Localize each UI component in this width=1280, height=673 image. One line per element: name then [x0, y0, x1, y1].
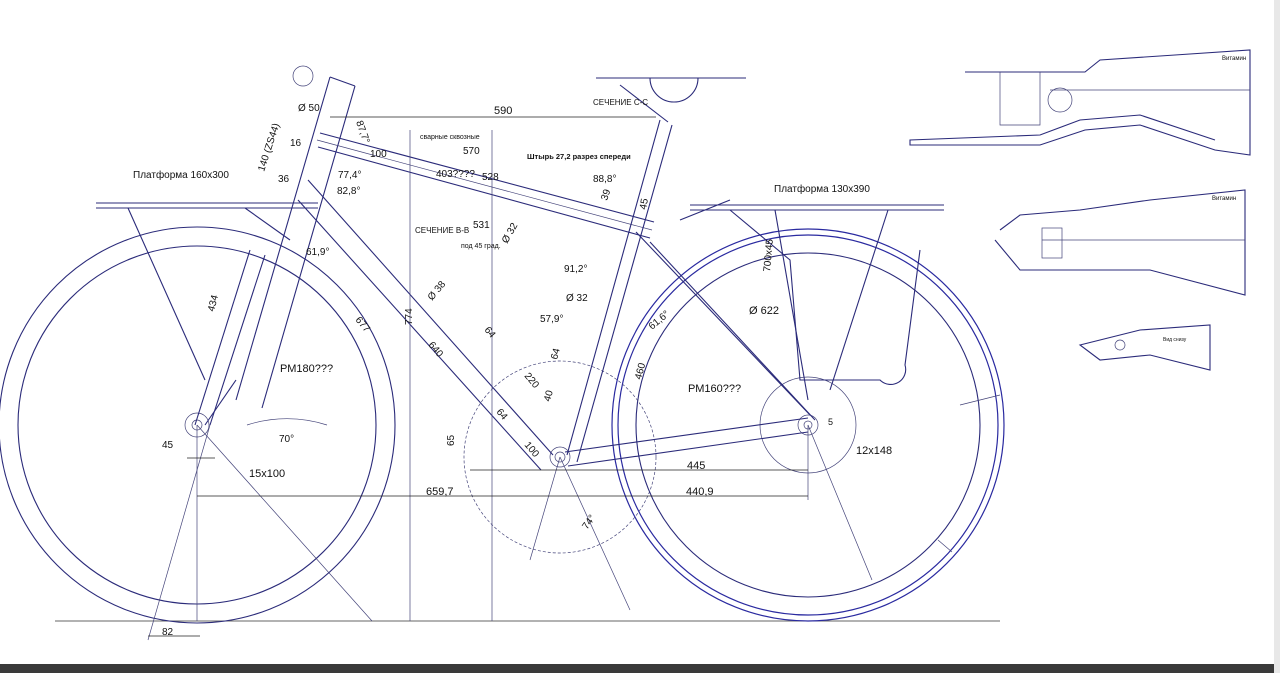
dim-82b: 82: [162, 627, 174, 638]
right-border: [1274, 0, 1280, 673]
dim-77: 77,4°: [338, 170, 361, 181]
label-section-cc: СЕЧЕНИЕ С-С: [593, 98, 648, 107]
dim-82: 82,8°: [337, 186, 360, 197]
dim-434: 434: [206, 293, 221, 312]
detail-view-middle: Витамин: [994, 189, 1246, 296]
dim-70: 70°: [279, 434, 294, 445]
dim-403: 403????: [436, 169, 475, 180]
crank-circle: [463, 360, 657, 554]
label-seatpost-note: Штырь 27,2 разрез спереди: [527, 152, 631, 161]
dim-774: 774: [404, 308, 415, 325]
dim-88: 88,8°: [593, 174, 616, 185]
dimension-lines: [148, 116, 808, 637]
dim-460: 460: [633, 361, 648, 380]
label-axle-rear: 12x148: [856, 445, 892, 457]
detail-view-bottom: Вид снизу: [1078, 324, 1211, 371]
dim-d38: Ø 38: [426, 279, 449, 303]
label-section-bb: СЕЧЕНИЕ В-В: [415, 226, 469, 235]
dim-570: 570: [463, 146, 480, 157]
dim-64a: 64: [482, 325, 498, 341]
label-platform-front: Платформа 160x300: [133, 169, 229, 181]
dim-140: 140 (ZS44): [256, 122, 282, 173]
dim-87: 87,7°: [353, 119, 371, 145]
dim-100: 100: [370, 149, 387, 160]
dim-61a: 61,9°: [306, 247, 329, 258]
dim-659: 659,7: [426, 486, 454, 498]
front-rack: [96, 202, 318, 381]
dim-36: 36: [278, 174, 290, 185]
dim-5: 5: [828, 417, 833, 427]
dim-528: 528: [482, 172, 499, 183]
label-platform-rear: Платформа 130x390: [774, 183, 870, 195]
label-rm160: РМ160???: [688, 383, 741, 395]
construction-lines: [147, 130, 809, 641]
label-rm180: РМ180???: [280, 363, 333, 375]
dim-40: 40: [542, 389, 556, 403]
label-angle45-note: под 45 град.: [461, 243, 501, 250]
bottom-border: [0, 664, 1280, 673]
dim-91: 91,2°: [564, 264, 587, 275]
dim-590: 590: [494, 105, 512, 117]
label-axle-front: 15x100: [249, 468, 285, 480]
dim-45b: 45: [162, 440, 174, 451]
dim-d32b: Ø 32: [566, 293, 588, 304]
dim-61b: 61,6°: [647, 309, 672, 333]
dim-16: 16: [290, 138, 302, 149]
label-top-view: Вид снизу: [1163, 337, 1187, 343]
dim-677: 677: [353, 315, 372, 335]
rear-rack: [679, 199, 944, 401]
dim-d622: Ø 622: [749, 305, 779, 317]
dim-39: 39: [599, 188, 613, 202]
front-wheel: [0, 226, 396, 624]
text-labels: Платформа 160x300 Платформа 130x390 СЕЧЕ…: [133, 98, 892, 638]
dim-100b: 100: [522, 440, 541, 460]
dim-640: 640: [426, 340, 445, 360]
detail-title-2: Витамин: [1212, 196, 1236, 202]
dim-d50: Ø 50: [298, 103, 320, 114]
detail-title-1: Витамин: [1222, 56, 1246, 62]
dim-531: 531: [473, 220, 490, 231]
dim-64b: 64: [549, 347, 563, 361]
detail-view-top: Витамин: [909, 49, 1251, 156]
frame: [194, 65, 816, 471]
dim-445: 445: [687, 460, 705, 472]
label-weld-note: сварные сквозные: [420, 134, 480, 141]
dim-220: 220: [522, 371, 541, 391]
dim-57: 57,9°: [540, 314, 563, 325]
dim-440: 440,9: [686, 486, 714, 498]
dim-45a: 45: [638, 197, 651, 210]
dim-74: 74°: [580, 513, 598, 532]
dim-65: 65: [446, 434, 457, 446]
dim-700: 700x45: [762, 238, 776, 272]
dim-d32a: Ø 32: [500, 221, 521, 246]
